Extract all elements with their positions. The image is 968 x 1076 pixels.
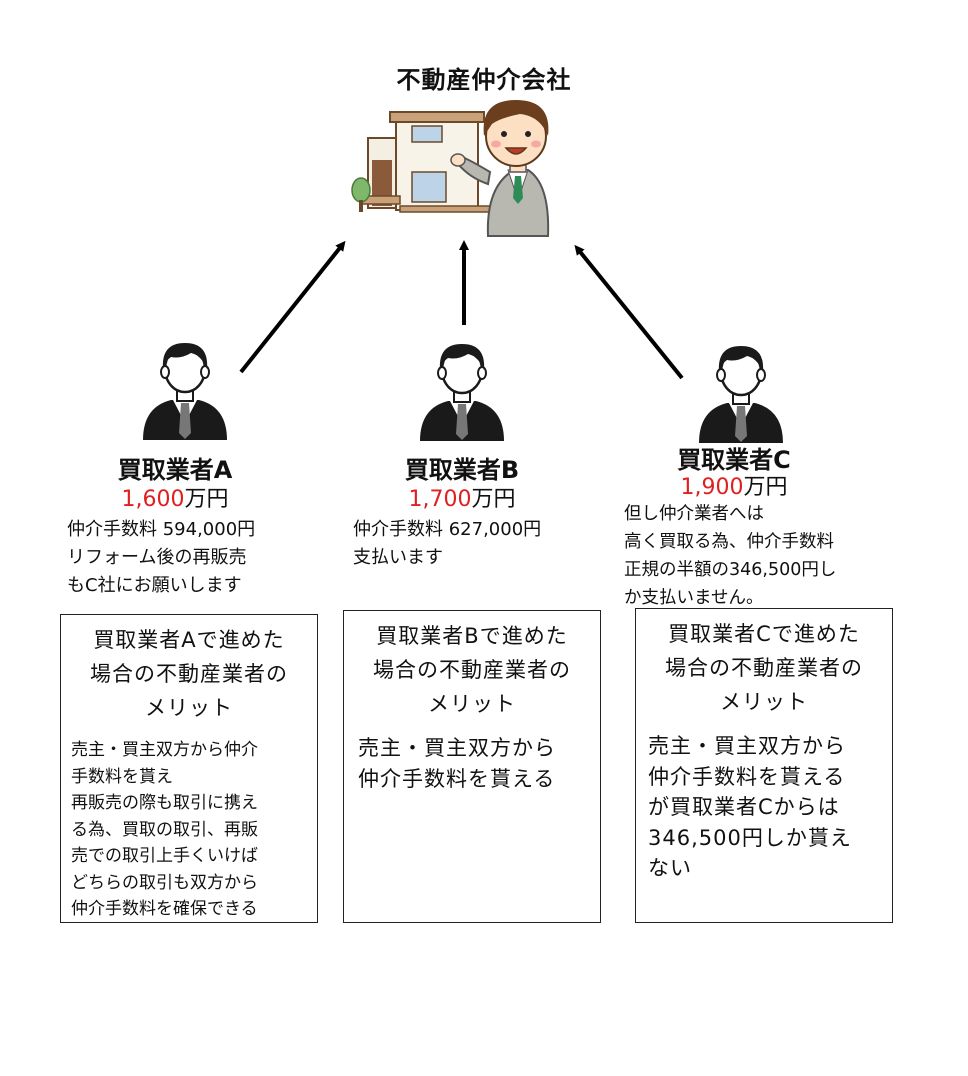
arrow-icon bbox=[574, 244, 684, 380]
merit-box-a-body: 売主・買主双方から仲介 手数料を貰え 再販売の際も取引に携え る為、買取の取引、… bbox=[71, 740, 258, 919]
buyer-b-note: 仲介手数料 627,000円 支払います bbox=[353, 519, 542, 568]
merit-box-c-title: 買取業者Cで進めた 場合の不動産業者の メリット bbox=[665, 622, 863, 714]
buyer-b-name: 買取業者B bbox=[404, 456, 520, 484]
businessman-icon bbox=[141, 341, 229, 442]
buyer-a-price: 1,600万円 bbox=[45, 481, 305, 513]
businessman-icon bbox=[697, 344, 785, 445]
businessman-icon bbox=[418, 342, 506, 443]
buyer-a-note: 仲介手数料 594,000円 リフォーム後の再販売 もC社にお願いします bbox=[67, 519, 256, 596]
buyer-b-price: 1,700万円 bbox=[332, 481, 592, 513]
arrow-icon bbox=[239, 240, 346, 374]
buyer-c-name: 買取業者C bbox=[677, 446, 791, 474]
agent-icon bbox=[450, 100, 550, 237]
buyer-c-price-unit: 万円 bbox=[743, 475, 788, 500]
buyer-c-price: 1,900万円 bbox=[604, 469, 864, 501]
merit-box-a: 買取業者Aで進めた 場合の不動産業者の メリット 売主・買主双方から仲介 手数料… bbox=[60, 614, 318, 923]
merit-box-b-body: 売主・買主双方から 仲介手数料を貰える bbox=[358, 736, 556, 791]
buyer-c-note: 但し仲介業者へは 高く買取る為、仲介手数料 正規の半額の346,500円し か支… bbox=[624, 504, 837, 608]
buyer-b-price-amount: 1,700 bbox=[408, 487, 472, 512]
merit-box-a-title: 買取業者Aで進めた 場合の不動産業者の メリット bbox=[90, 628, 288, 720]
merit-box-c-body: 売主・買主双方から 仲介手数料を貰える が買取業者Cからは 346,500円しか… bbox=[648, 734, 852, 880]
buyer-b-price-unit: 万円 bbox=[471, 487, 516, 512]
agency-title: 不動産仲介会社 bbox=[396, 66, 572, 94]
buyer-a-name: 買取業者A bbox=[117, 456, 233, 484]
merit-box-b-title: 買取業者Bで進めた 場合の不動産業者の メリット bbox=[373, 624, 571, 716]
buyer-c-price-amount: 1,900 bbox=[680, 475, 744, 500]
merit-box-b: 買取業者Bで進めた 場合の不動産業者の メリット 売主・買主双方から 仲介手数料… bbox=[343, 610, 601, 923]
buyer-a-price-amount: 1,600 bbox=[121, 487, 185, 512]
buyer-a-price-unit: 万円 bbox=[184, 487, 229, 512]
merit-box-c: 買取業者Cで進めた 場合の不動産業者の メリット 売主・買主双方から 仲介手数料… bbox=[635, 608, 893, 923]
